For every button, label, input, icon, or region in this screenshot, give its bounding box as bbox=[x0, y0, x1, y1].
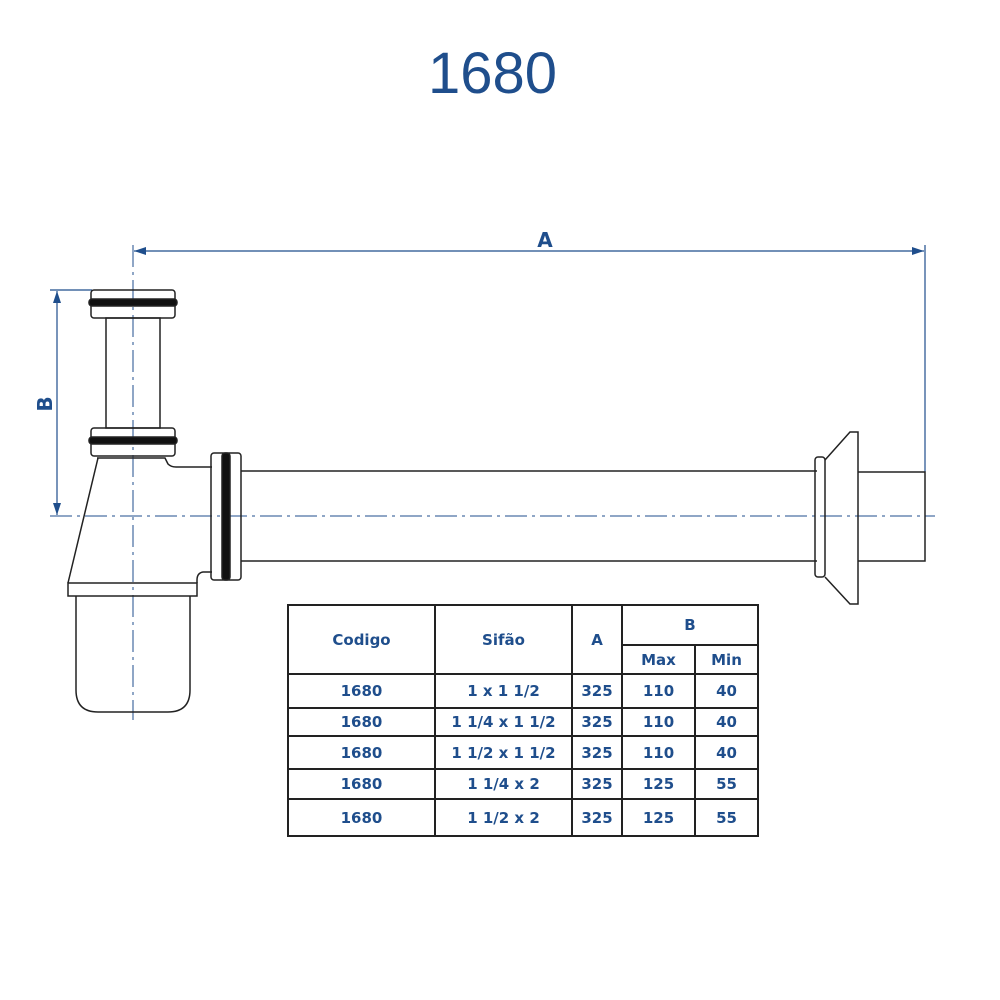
cell-max: 125 bbox=[621, 798, 696, 837]
cell-sifao: 1 1/4 x 2 bbox=[434, 768, 573, 800]
header-sifao: Sifão bbox=[434, 604, 573, 675]
table-row: 1680 1 1/4 x 1 1/2 325 110 40 bbox=[287, 707, 759, 737]
table-row: 1680 1 x 1 1/2 325 110 40 bbox=[287, 673, 759, 709]
header-b: B bbox=[621, 604, 759, 646]
cell-max: 110 bbox=[621, 735, 696, 770]
cell-sifao: 1 x 1 1/2 bbox=[434, 673, 573, 709]
cell-sifao: 1 1/2 x 1 1/2 bbox=[434, 735, 573, 770]
cell-codigo: 1680 bbox=[287, 707, 436, 737]
cell-codigo: 1680 bbox=[287, 735, 436, 770]
cell-a: 325 bbox=[571, 707, 623, 737]
cell-codigo: 1680 bbox=[287, 798, 436, 837]
table-row: 1680 1 1/2 x 2 325 125 55 bbox=[287, 798, 759, 837]
cell-min: 55 bbox=[694, 768, 759, 800]
header-a: A bbox=[571, 604, 623, 675]
center-lines bbox=[50, 245, 935, 720]
table-row: 1680 1 1/4 x 2 325 125 55 bbox=[287, 768, 759, 800]
drawing-title: 1680 bbox=[427, 41, 558, 106]
cell-sifao: 1 1/4 x 1 1/2 bbox=[434, 707, 573, 737]
dimension-b-label: B bbox=[33, 396, 57, 411]
cell-min: 40 bbox=[694, 735, 759, 770]
cell-a: 325 bbox=[571, 768, 623, 800]
cell-a: 325 bbox=[571, 673, 623, 709]
dimension-b bbox=[50, 289, 92, 515]
cell-codigo: 1680 bbox=[287, 673, 436, 709]
cell-min: 40 bbox=[694, 707, 759, 737]
cell-min: 55 bbox=[694, 798, 759, 837]
cell-sifao: 1 1/2 x 2 bbox=[434, 798, 573, 837]
siphon-body bbox=[67, 289, 926, 713]
table-row: 1680 1 1/2 x 1 1/2 325 110 40 bbox=[287, 735, 759, 770]
cell-max: 110 bbox=[621, 707, 696, 737]
cell-min: 40 bbox=[694, 673, 759, 709]
cell-max: 125 bbox=[621, 768, 696, 800]
specs-table: Codigo Sifão A B Max Min 1680 1 x 1 1/2 … bbox=[287, 604, 759, 837]
header-min: Min bbox=[694, 644, 759, 675]
dimension-a-label: A bbox=[537, 228, 553, 252]
cell-max: 110 bbox=[621, 673, 696, 709]
dimension-a bbox=[134, 245, 926, 472]
header-max: Max bbox=[621, 644, 696, 675]
header-codigo: Codigo bbox=[287, 604, 436, 675]
cell-codigo: 1680 bbox=[287, 768, 436, 800]
cell-a: 325 bbox=[571, 735, 623, 770]
cell-a: 325 bbox=[571, 798, 623, 837]
